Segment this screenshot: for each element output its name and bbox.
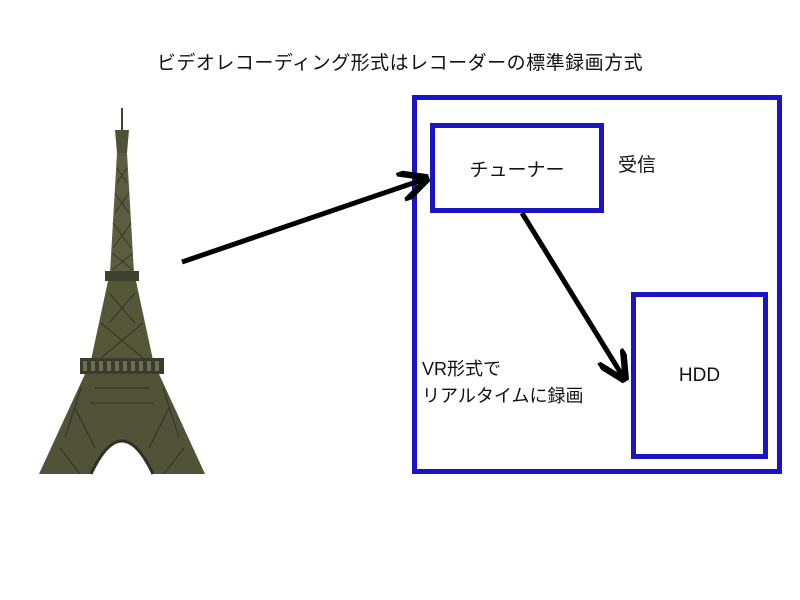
vr-label-line2: リアルタイムに録画: [422, 386, 584, 406]
vr-recording-label: VR形式で リアルタイムに録画: [422, 356, 583, 410]
vr-label-line1: VR形式で: [422, 359, 502, 379]
receive-label: 受信: [618, 154, 657, 176]
hdd-label: HDD: [678, 364, 721, 386]
tuner-label: チューナー: [469, 158, 565, 181]
tuner-box: チューナー: [430, 123, 604, 213]
hdd-box: HDD: [631, 292, 768, 459]
arrow-tower-to-tuner: [181, 180, 422, 265]
page-title: ビデオレコーディング形式はレコーダーの標準録画方式: [156, 52, 644, 74]
recorder-frame: [412, 95, 782, 474]
eiffel-tower-image: [39, 108, 205, 475]
